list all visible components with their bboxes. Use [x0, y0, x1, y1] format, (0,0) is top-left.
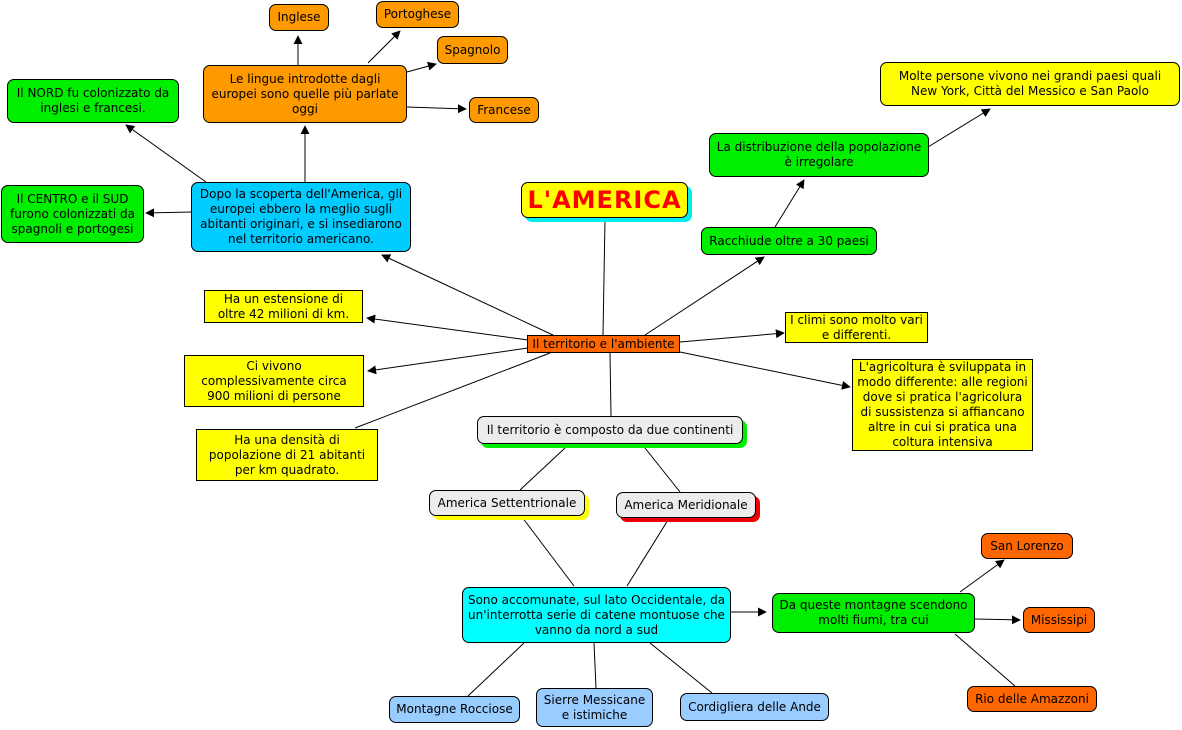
node-san-lorenzo[interactable]: San Lorenzo [981, 533, 1073, 559]
map-title: L'AMERICA [521, 182, 688, 218]
node-america-settentrionale[interactable]: America Settentrionale [429, 490, 585, 516]
node-portoghese[interactable]: Portoghese [376, 1, 459, 28]
node-cordigliera-ande[interactable]: Cordigliera delle Ande [680, 693, 829, 721]
node-fiumi[interactable]: Da queste montagne scendono molti fiumi,… [772, 593, 975, 633]
node-ci-vivono[interactable]: Ci vivono complessivamente circa 900 mil… [184, 355, 364, 407]
node-america-meridionale[interactable]: America Meridionale [616, 492, 756, 518]
node-territorio[interactable]: Il territorio e l'ambiente [527, 335, 680, 353]
node-climi[interactable]: I climi sono molto vari e differenti. [785, 312, 928, 343]
node-centro-sud[interactable]: Il CENTRO e il SUD furono colonizzati da… [1, 185, 144, 243]
node-rio-amazzoni[interactable]: Rio delle Amazzoni [967, 686, 1097, 712]
node-estensione[interactable]: Ha un estensione di oltre 42 milioni di … [204, 290, 363, 323]
node-mississipi[interactable]: Mississipi [1023, 607, 1095, 633]
node-due-continenti[interactable]: Il territorio è composto da due continen… [477, 416, 743, 444]
node-agricoltura[interactable]: L'agricoltura è sviluppata in modo diffe… [852, 359, 1033, 451]
node-sierre-messicane[interactable]: Sierre Messicane e istimiche [536, 688, 653, 727]
node-montagne-rocciose[interactable]: Montagne Rocciose [389, 696, 520, 723]
node-racchiude[interactable]: Racchiude oltre a 30 paesi [701, 227, 877, 255]
node-inglese[interactable]: Inglese [269, 4, 329, 31]
node-molte-persone[interactable]: Molte persone vivono nei grandi paesi qu… [880, 62, 1180, 106]
node-francese[interactable]: Francese [469, 97, 539, 123]
node-distribuzione[interactable]: La distribuzione della popolazione è irr… [709, 133, 929, 177]
node-spagnolo[interactable]: Spagnolo [437, 36, 508, 64]
node-scoperta[interactable]: Dopo la scoperta dell'America, gli europ… [191, 182, 411, 252]
node-nord[interactable]: Il NORD fu colonizzato da inglesi e fran… [7, 79, 179, 123]
node-lingue[interactable]: Le lingue introdotte dagli europei sono … [203, 65, 407, 123]
node-densita[interactable]: Ha una densità di popolazione di 21 abit… [196, 429, 378, 481]
node-accomunate[interactable]: Sono accomunate, sul lato Occidentale, d… [462, 587, 731, 643]
